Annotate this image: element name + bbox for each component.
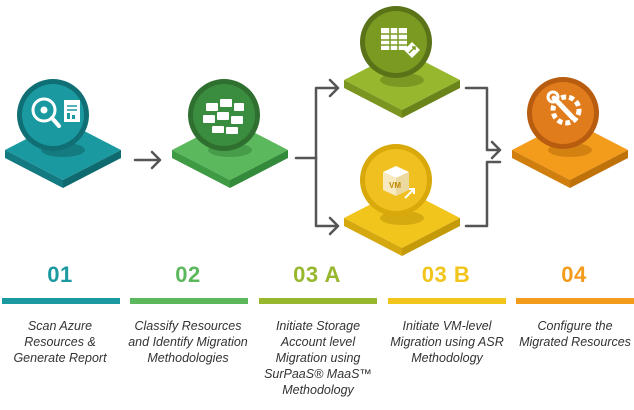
- step-03b-node: VM: [344, 144, 460, 256]
- step-01-number: 01: [47, 262, 73, 287]
- folders-icon: [203, 99, 244, 134]
- step-03b-description: Initiate VM-level Migration using ASR Me…: [390, 319, 504, 365]
- step-03b-bar: [388, 298, 506, 304]
- arrow-01-to-02: [133, 150, 162, 170]
- step-02-bar: [130, 298, 248, 304]
- connector-arrows: [133, 78, 502, 236]
- wrench-gear-icon: [546, 90, 582, 126]
- vm-icon-label: VM: [389, 181, 401, 190]
- vm-box-migrate-icon: VM: [383, 166, 415, 199]
- step-01-node: [5, 79, 121, 188]
- step-04-description: Configure the Migrated Resources: [519, 319, 631, 349]
- arrow-split-to-03a: [314, 78, 340, 160]
- search-gear-report-icon: [31, 97, 80, 128]
- arrow-03b-to-04: [464, 160, 502, 228]
- step-03a-number: 03 A: [293, 262, 341, 287]
- step-01-bar: [2, 298, 120, 304]
- step-02-number: 02: [175, 262, 201, 287]
- step-03a-node: [344, 6, 460, 118]
- step-03a-description: Initiate Storage Account level Migration…: [264, 319, 372, 397]
- arrow-split-to-03b: [314, 156, 340, 236]
- storage-table-migrate-icon: [381, 28, 420, 58]
- step-02-description: Classify Resources and Identify Migratio…: [128, 319, 248, 365]
- step-02-node: [172, 79, 288, 188]
- step-03a-bar: [259, 298, 377, 304]
- step-01-description: Scan Azure Resources & Generate Report: [13, 319, 107, 365]
- step-04-bar: [516, 298, 634, 304]
- step-03b-number: 03 B: [421, 262, 471, 287]
- step-04-node: [512, 77, 628, 188]
- step-04-number: 04: [561, 262, 587, 287]
- arrow-03a-to-04: [464, 86, 502, 160]
